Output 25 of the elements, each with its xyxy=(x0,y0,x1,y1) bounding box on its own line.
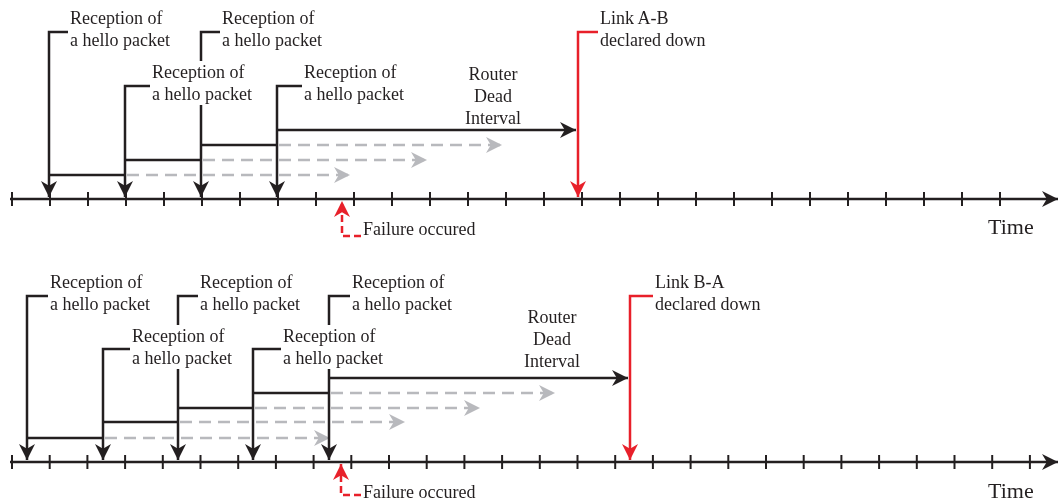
event-label: Reception of a hello packet xyxy=(222,7,324,51)
interval-label: Router Dead Interval xyxy=(464,63,522,129)
event-label: Reception of a hello packet xyxy=(283,325,385,369)
arrow xyxy=(333,464,361,497)
leader-line xyxy=(245,347,281,460)
arrow xyxy=(334,201,361,238)
event-label: Reception of a hello packet xyxy=(200,271,302,315)
axis-label: Time xyxy=(988,480,1034,502)
event-label: Reception of a hello packet xyxy=(152,61,254,105)
leader-line xyxy=(41,30,68,197)
time-axis xyxy=(10,454,1058,470)
leader-line xyxy=(269,84,302,197)
event-label: Reception of a hello packet xyxy=(352,271,454,315)
leader-line xyxy=(95,347,130,460)
leader-line xyxy=(570,30,598,197)
leader-line xyxy=(622,294,653,460)
event-label: Reception of a hello packet xyxy=(132,325,234,369)
leader-line xyxy=(117,84,150,197)
event-label: Reception of a hello packet xyxy=(70,7,172,51)
event-label: Reception of a hello packet xyxy=(304,61,406,105)
leader-line xyxy=(19,294,48,460)
event-label: Reception of a hello packet xyxy=(50,271,152,315)
axis-label: Time xyxy=(988,216,1034,238)
time-axis xyxy=(10,191,1058,207)
interval-label: Router Dead Interval xyxy=(523,306,581,372)
